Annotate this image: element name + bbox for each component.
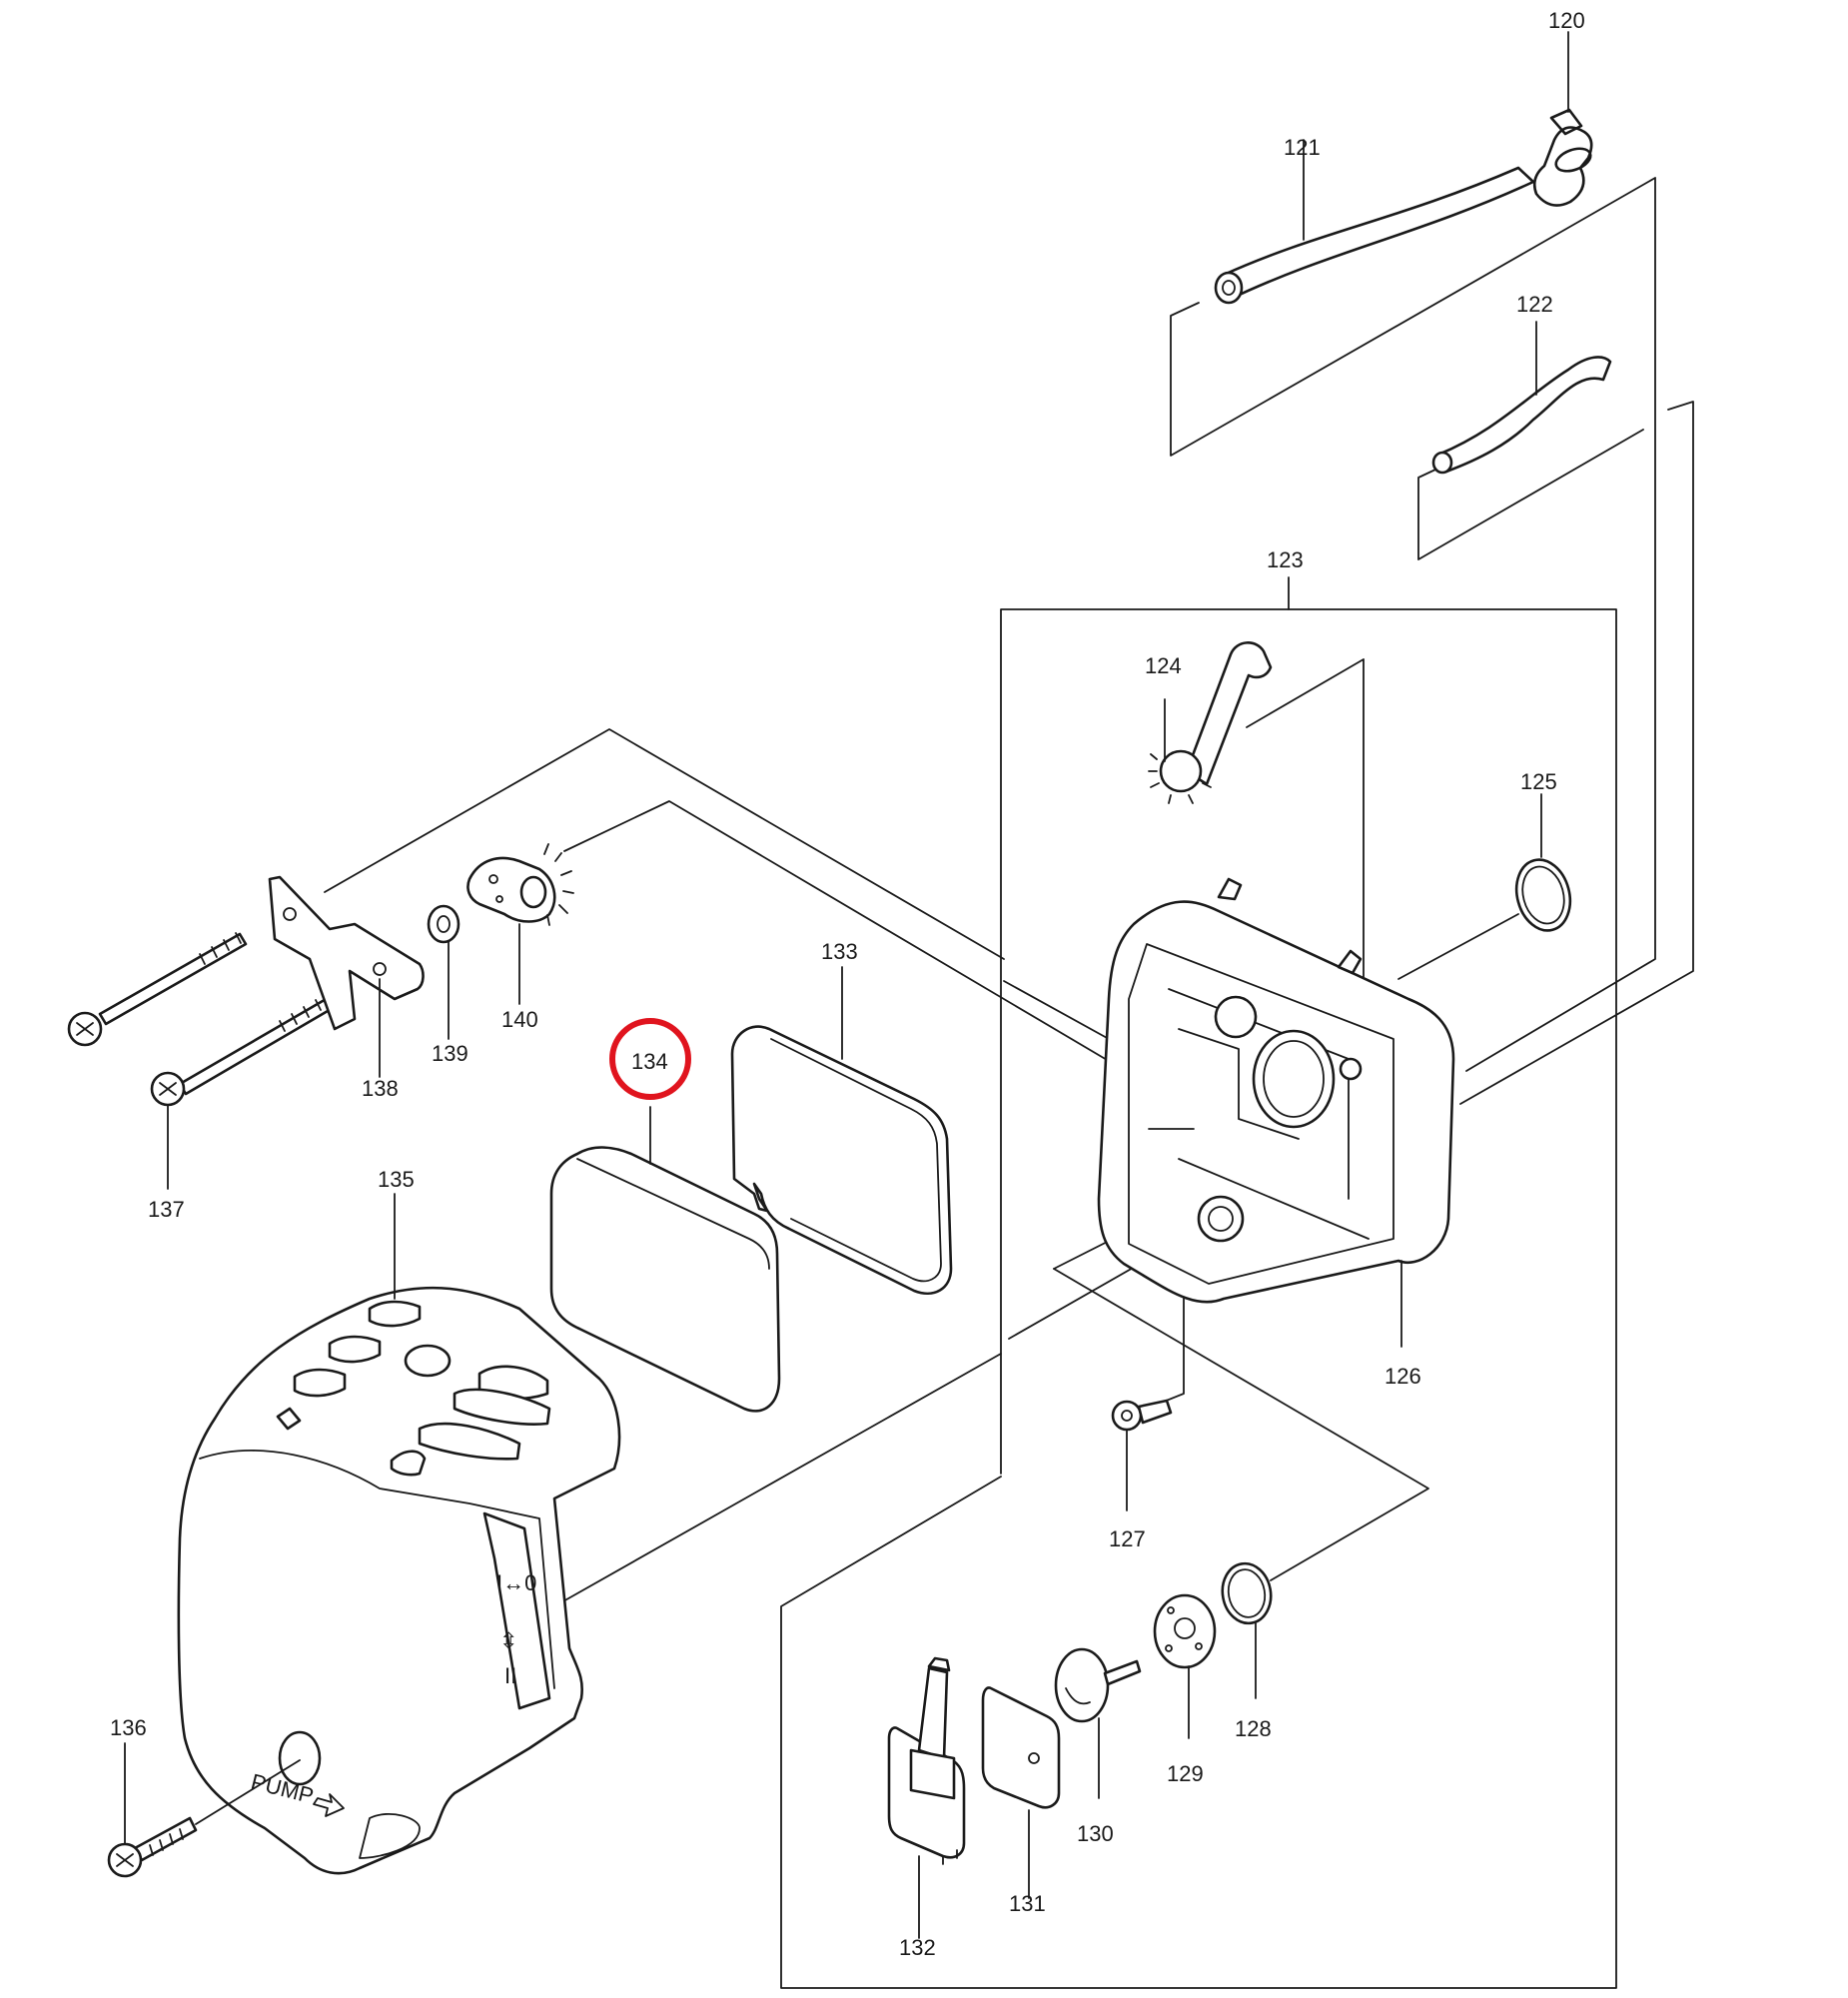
highlight-circle-134 bbox=[609, 1018, 691, 1100]
part-129-primer-plate bbox=[1153, 1593, 1217, 1739]
label-134: 134 bbox=[631, 1049, 668, 1074]
label-130: 130 bbox=[1077, 1821, 1114, 1846]
label-120: 120 bbox=[1548, 8, 1585, 33]
label-122: 122 bbox=[1516, 292, 1553, 317]
part-136-screw bbox=[107, 1742, 301, 1878]
label-121: 121 bbox=[1284, 135, 1321, 160]
part-134-air-filter-element bbox=[549, 1106, 781, 1413]
cover-icon-stop-run: I↔0 bbox=[496, 1570, 536, 1595]
label-136: 136 bbox=[110, 1715, 147, 1740]
label-131: 131 bbox=[1009, 1891, 1046, 1916]
part-139-washer bbox=[427, 904, 461, 1040]
label-128: 128 bbox=[1235, 1716, 1272, 1741]
part-133-pre-filter bbox=[730, 966, 953, 1296]
label-135: 135 bbox=[378, 1167, 415, 1192]
label-123: 123 bbox=[1267, 547, 1304, 572]
part-number-labels: 120 121 122 123 124 125 126 127 128 129 … bbox=[110, 8, 1585, 1960]
label-129: 129 bbox=[1167, 1761, 1204, 1786]
part-120-hose-clamp bbox=[1532, 31, 1593, 207]
part-131-gasket bbox=[981, 1686, 1061, 1899]
label-127: 127 bbox=[1109, 1526, 1146, 1551]
label-138: 138 bbox=[362, 1076, 399, 1101]
part-140-choke-plate bbox=[466, 843, 574, 1005]
part-124-choke-lever bbox=[1148, 641, 1273, 804]
part-126-air-cleaner-body bbox=[1097, 877, 1455, 1348]
part-130-primer-bulb bbox=[1054, 1647, 1142, 1799]
label-126: 126 bbox=[1385, 1364, 1421, 1389]
label-137: 137 bbox=[148, 1197, 185, 1222]
part-127-screw bbox=[1111, 1399, 1173, 1511]
part-138-bracket bbox=[268, 875, 425, 1078]
label-124: 124 bbox=[1145, 653, 1182, 678]
part-122-return-hose bbox=[1431, 321, 1612, 475]
part-128-o-ring bbox=[1221, 1561, 1273, 1699]
cover-icon-choke: ⇳ bbox=[499, 1628, 517, 1653]
cover-icon-choke-marks: II bbox=[504, 1663, 516, 1688]
label-125: 125 bbox=[1520, 769, 1557, 794]
label-132: 132 bbox=[899, 1935, 936, 1960]
label-140: 140 bbox=[501, 1007, 538, 1032]
part-132-carburetor bbox=[887, 1656, 966, 1939]
label-139: 139 bbox=[432, 1041, 468, 1066]
part-121-fuel-hose bbox=[1214, 139, 1535, 305]
label-133: 133 bbox=[821, 939, 858, 964]
part-125-o-ring bbox=[1397, 793, 1572, 980]
part-137-long-bolt-upper bbox=[67, 932, 248, 1047]
part-137-long-bolt bbox=[150, 992, 342, 1190]
part-135-air-cleaner-cover: I↔0 ⇳ II PUMP bbox=[177, 1193, 621, 1875]
